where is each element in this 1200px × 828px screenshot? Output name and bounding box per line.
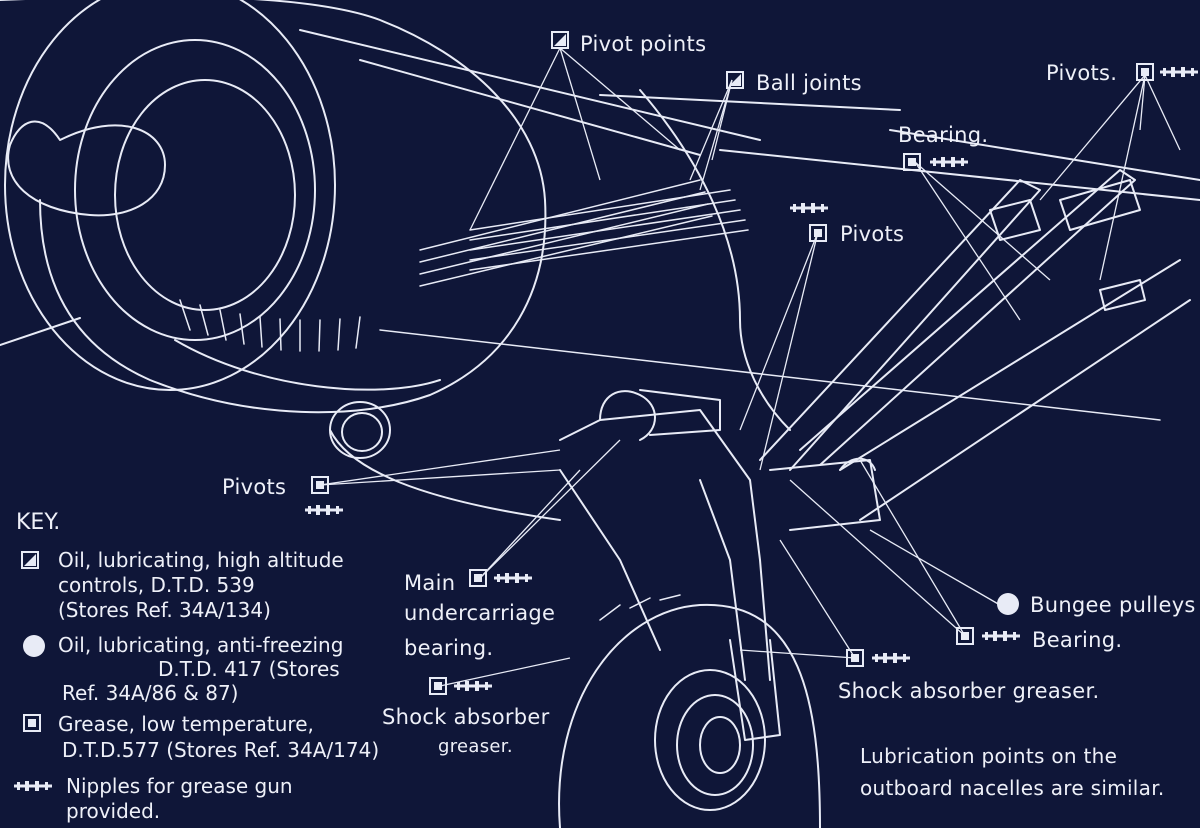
label-bearing-upper: Bearing.: [898, 123, 989, 147]
key-grease-low-temp-1: Grease, low temperature,: [58, 712, 314, 736]
label-main-undercarriage-2: undercarriage: [404, 601, 556, 625]
key-grease-low-temp-2: D.T.D.577 (Stores Ref. 34A/174): [62, 738, 380, 762]
label-shock-absorber-left-1: Shock absorber: [382, 705, 550, 729]
label-pivot-points: Pivot points: [580, 32, 707, 56]
label-shock-absorber-left-2: greaser.: [438, 736, 513, 757]
key-oil-anti-freezing-3: Ref. 34A/86 & 87): [62, 681, 239, 705]
label-main-undercarriage-3: bearing.: [404, 636, 494, 660]
label-ball-joints: Ball joints: [756, 71, 862, 95]
label-shock-absorber-right: Shock absorber greaser.: [838, 679, 1100, 703]
key-oil-high-altitude-3: (Stores Ref. 34A/134): [58, 598, 271, 622]
key-nipples-2: provided.: [66, 799, 161, 823]
key-title: KEY.: [16, 510, 61, 535]
key-oil-high-altitude-2: controls, D.T.D. 539: [58, 573, 255, 597]
key-nipples-1: Nipples for grease gun: [66, 774, 293, 798]
key-oil-anti-freezing-1: Oil, lubricating, anti-freezing: [58, 633, 344, 657]
key-oil-high-altitude-1: Oil, lubricating, high altitude: [58, 548, 344, 572]
label-pivots-center: Pivots: [840, 222, 905, 246]
note-line-2: outboard nacelles are similar.: [860, 776, 1165, 800]
label-main-undercarriage-1: Main: [404, 571, 456, 595]
note-line-1: Lubrication points on the: [860, 744, 1118, 768]
label-bearing-lower: Bearing.: [1032, 628, 1123, 652]
label-pivots-top-right: Pivots.: [1046, 61, 1118, 85]
key-oil-anti-freezing-2: D.T.D. 417 (Stores: [158, 657, 340, 681]
label-bungee-pulleys: Bungee pulleys: [1030, 593, 1196, 617]
label-pivots-left: Pivots: [222, 475, 287, 499]
